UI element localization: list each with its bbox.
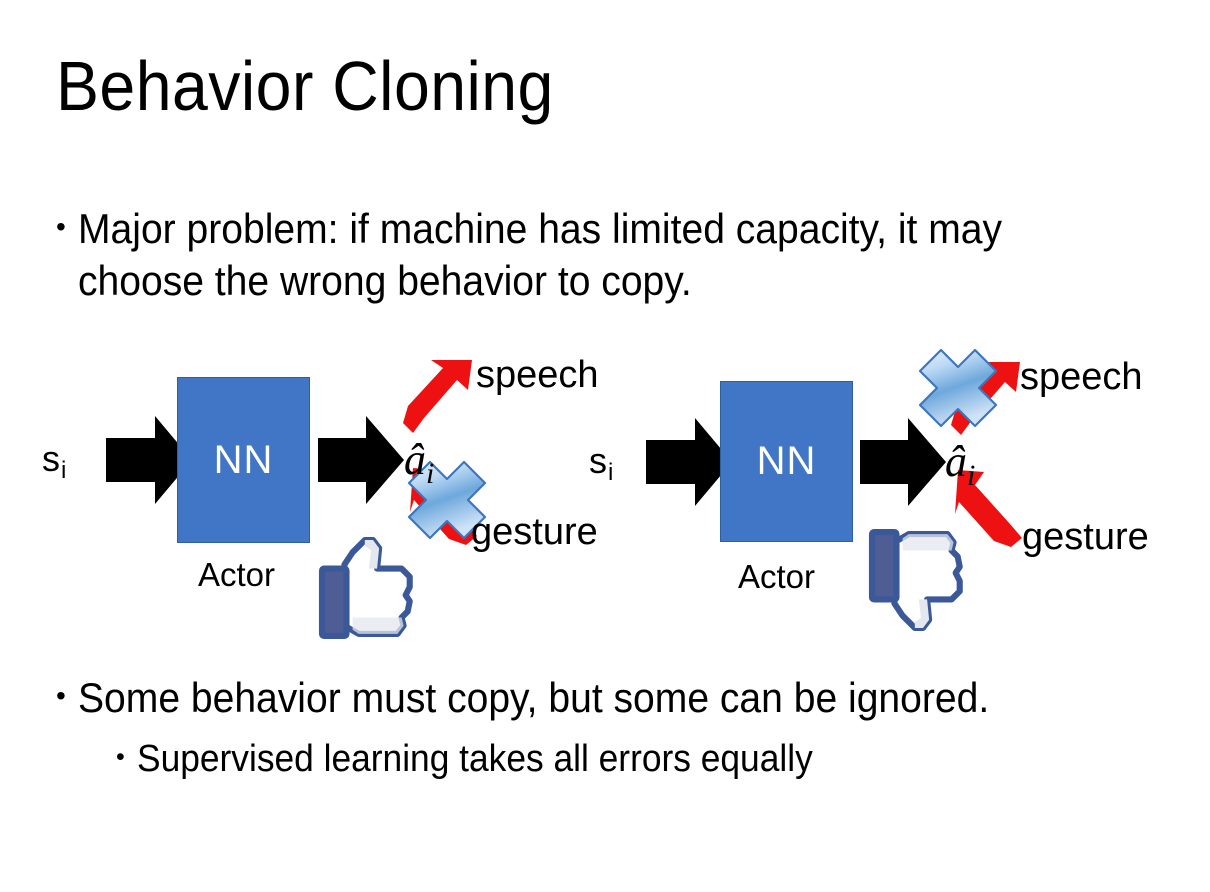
bullet-major-problem: • Major problem: if machine has limited … xyxy=(56,203,1116,307)
nn-box-right: NN xyxy=(720,381,853,542)
bullet-major-problem-text: Major problem: if machine has limited ca… xyxy=(77,205,1002,304)
output-block-arrow-icon xyxy=(318,416,404,504)
bullet-marker-icon: • xyxy=(116,743,125,771)
thumbs-up-icon xyxy=(318,536,413,639)
nn-box-label: NN xyxy=(756,439,817,483)
page-title: Behavior Cloning xyxy=(56,47,554,125)
thumbs-down-icon xyxy=(868,529,963,632)
output-label-gesture-right: gesture xyxy=(1022,516,1149,558)
actor-label-left: Actor xyxy=(198,556,276,593)
speech-branch-arrow-icon xyxy=(951,362,1020,435)
action-label-left: âi xyxy=(404,435,435,490)
state-label-left: si xyxy=(42,438,67,484)
diagram-left-correct-choice: NN Actor si âi speech gesture xyxy=(0,340,620,639)
output-label-speech-right: speech xyxy=(1020,356,1143,398)
bullet-marker-icon: • xyxy=(56,211,66,242)
actor-label-right: Actor xyxy=(738,558,816,595)
state-label-right: si xyxy=(589,440,614,486)
action-label-right: âi xyxy=(945,437,976,492)
bullet-supervised-learning: • Supervised learning takes all errors e… xyxy=(116,735,1176,783)
output-label-gesture-left: gesture xyxy=(471,511,598,553)
output-label-speech-left: speech xyxy=(476,354,599,396)
bullet-some-behavior-text: Some behavior must copy, but some can be… xyxy=(77,674,989,721)
nn-box-left: NN xyxy=(177,377,310,543)
bullet-some-behavior: • Some behavior must copy, but some can … xyxy=(56,672,1176,724)
bullet-supervised-learning-text: Supervised learning takes all errors equ… xyxy=(136,738,813,780)
output-block-arrow-icon xyxy=(860,418,946,506)
blue-cross-icon xyxy=(918,348,998,428)
speech-branch-arrow-icon xyxy=(403,360,472,433)
nn-box-label: NN xyxy=(213,437,274,482)
bullet-marker-icon: • xyxy=(56,680,66,711)
diagram-right-wrong-choice: NN Actor si âi speech gesture xyxy=(560,340,1210,632)
